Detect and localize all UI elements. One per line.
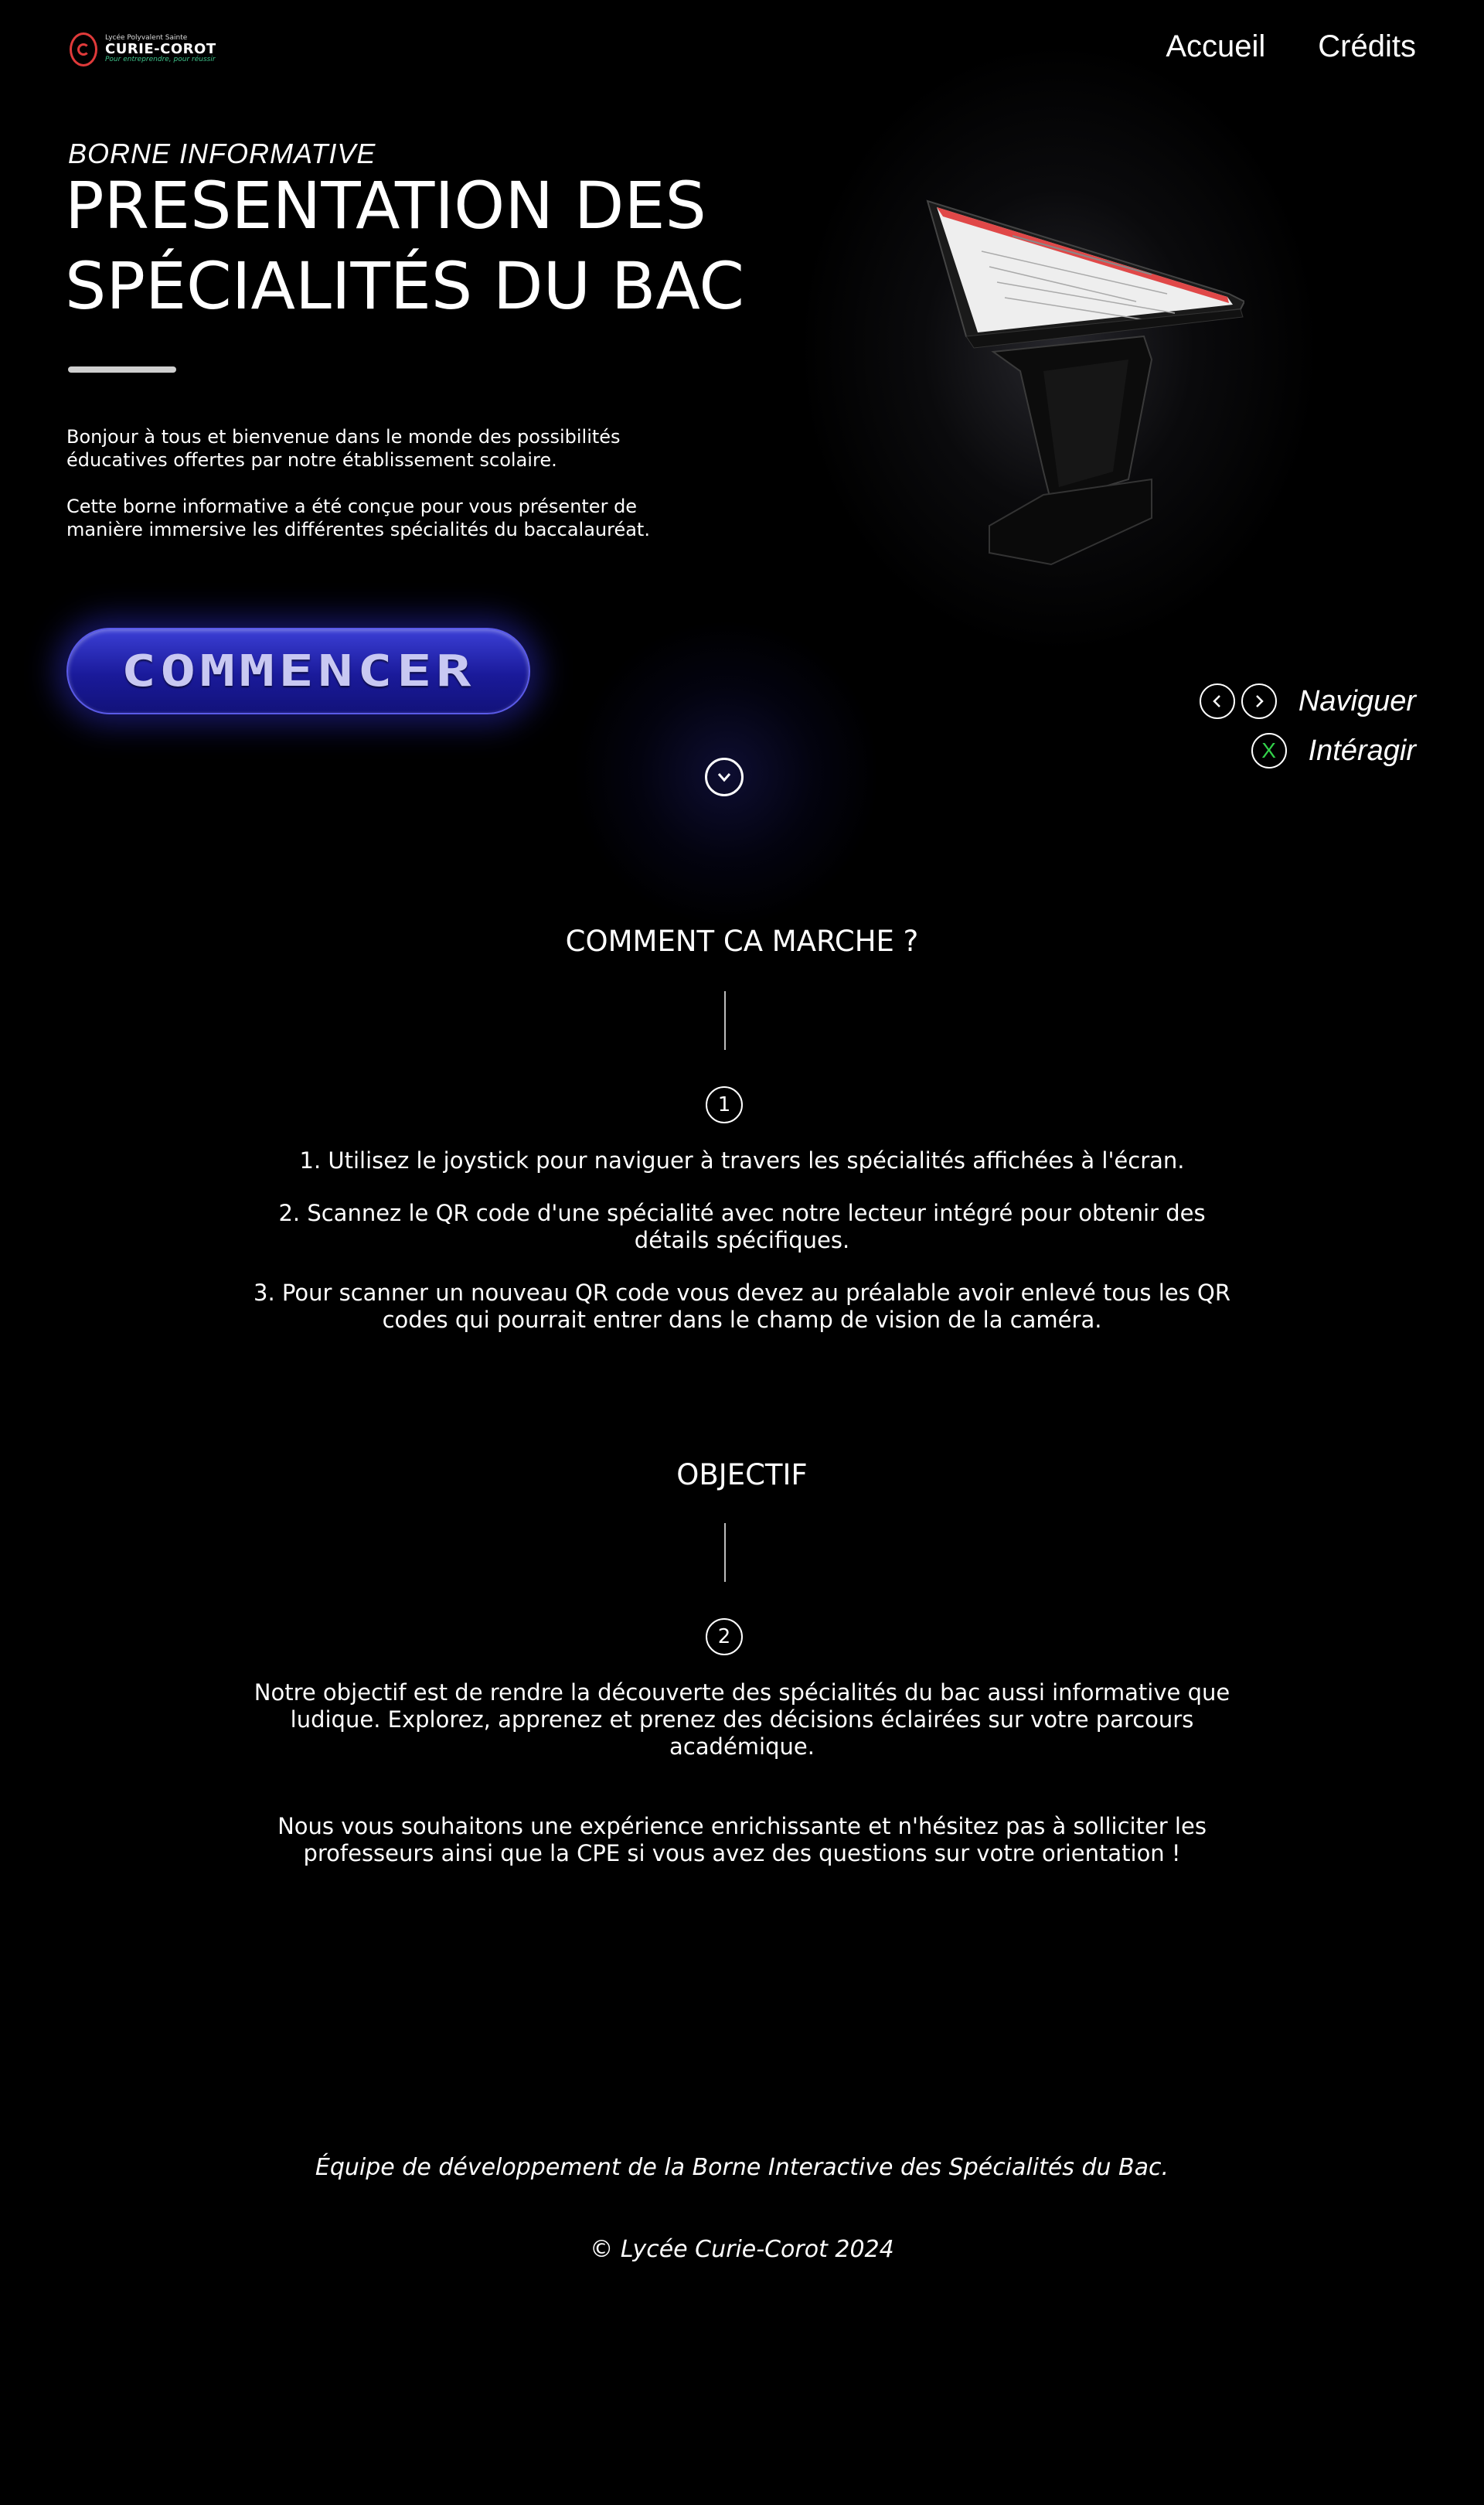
chevron-right-icon (1241, 683, 1277, 719)
instruction-item: 3. Pour scanner un nouveau QR code vous … (254, 1280, 1230, 1333)
section-divider-line (724, 991, 726, 1050)
hero-title: PRESENTATION DES SPÉCIALITÉS DU BAC (65, 168, 745, 324)
step-badge-2: 2 (706, 1618, 743, 1655)
logo-mark-icon (70, 32, 97, 66)
hero-intro: Bonjour à tous et bienvenue dans le mond… (66, 425, 716, 541)
navigate-label: Naviguer (1298, 684, 1416, 717)
chevron-left-icon (1199, 683, 1235, 719)
logo-text: Lycée Polyvalent Sainte CURIE-COROT Pour… (105, 34, 216, 64)
start-button-label: COMMENCER (121, 646, 476, 697)
interact-legend: X Intéragir (1251, 733, 1416, 769)
step-badge-1: 1 (706, 1086, 743, 1123)
how-it-works-text: 1. Utilisez le joystick pour naviguer à … (240, 1147, 1244, 1334)
section-divider-line (724, 1523, 726, 1582)
footer-copyright: © Lycée Curie-Corot 2024 (590, 2236, 894, 2263)
nav-link-accueil[interactable]: Accueil (1166, 29, 1266, 63)
hero-kicker: BORNE INFORMATIVE (68, 138, 376, 169)
logo-name: CURIE-COROT (105, 40, 216, 57)
instruction-item: 2. Scannez le QR code d'une spécialité a… (278, 1200, 1206, 1253)
x-key-label: X (1261, 738, 1276, 762)
objective-paragraph: Nous vous souhaitons une expérience enri… (277, 1813, 1207, 1866)
objective-title: OBJECTIF (676, 1458, 808, 1491)
how-it-works-title: COMMENT CA MARCHE ? (565, 925, 919, 958)
navigate-legend: Naviguer (1199, 683, 1416, 719)
objective-paragraph: Notre objectif est de rendre la découver… (254, 1679, 1230, 1760)
intro-paragraph: Bonjour à tous et bienvenue dans le mond… (66, 426, 621, 471)
interact-label: Intéragir (1308, 734, 1416, 767)
objective-text: Notre objectif est de rendre la découver… (240, 1679, 1244, 1867)
top-nav: Accueil Crédits (1166, 29, 1416, 64)
scroll-down-icon[interactable] (705, 758, 744, 796)
hero-divider (68, 366, 176, 373)
x-button-icon: X (1251, 733, 1287, 769)
intro-paragraph: Cette borne informative a été conçue pou… (66, 496, 650, 540)
footer-team: Équipe de développement de la Borne Inte… (315, 2154, 1169, 2181)
logo-tagline: Pour entreprendre, pour réussir (105, 56, 216, 64)
instruction-item: 1. Utilisez le joystick pour naviguer à … (299, 1147, 1185, 1174)
logo[interactable]: Lycée Polyvalent Sainte CURIE-COROT Pour… (70, 32, 216, 66)
logo-small-text: Lycée Polyvalent Sainte (105, 34, 188, 43)
start-button[interactable]: COMMENCER (66, 628, 530, 714)
kiosk-illustration (926, 199, 1244, 566)
nav-link-credits[interactable]: Crédits (1318, 29, 1416, 63)
